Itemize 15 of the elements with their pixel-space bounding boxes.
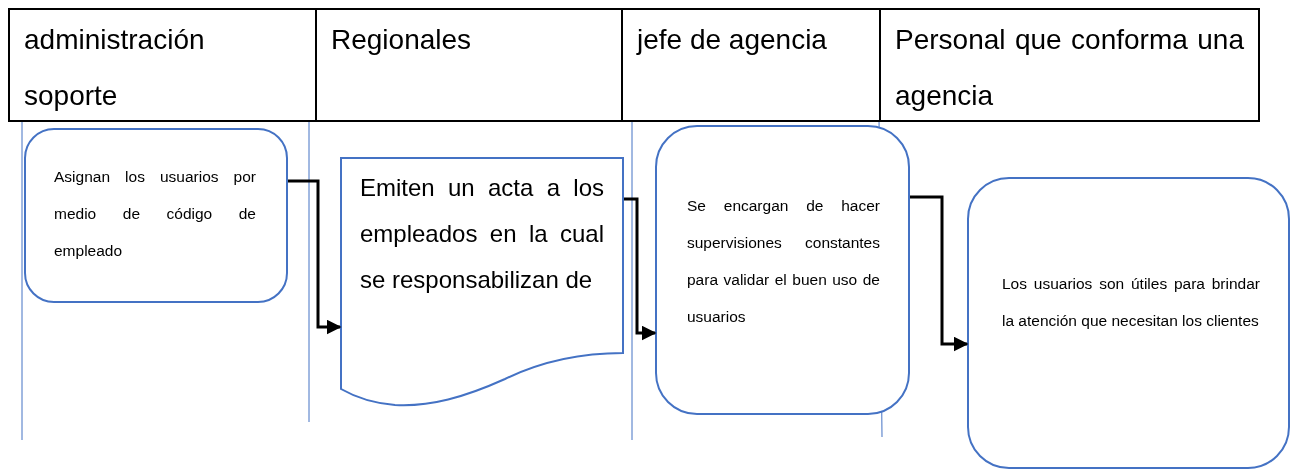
lane-header: jefe de agencia: [637, 23, 828, 57]
elbow-arrow: [288, 179, 342, 335]
box-text: Se encargan de hacer supervisiones constantes para validar el buen uso de usuarios: [687, 196, 880, 327]
box-text: Asignan los usuarios por medio de código de empleado: [54, 167, 256, 261]
document-shape: [340, 157, 624, 407]
lane-header: Personal que conforma una agencia: [895, 23, 1244, 113]
box-text: Los usuarios son útiles para brindar la atención que necesitan los clientes: [1002, 274, 1260, 331]
lane-header: administración soporte: [24, 23, 206, 113]
process-box: [655, 125, 910, 415]
box-text: Emiten un acta a los empleados en la cual se responsabilizan de: [360, 173, 604, 295]
process-box: [24, 128, 288, 303]
process-box: [967, 177, 1290, 469]
elbow-arrow: [910, 195, 969, 352]
lane-header: Regionales: [331, 23, 473, 57]
elbow-arrow: [624, 197, 657, 341]
